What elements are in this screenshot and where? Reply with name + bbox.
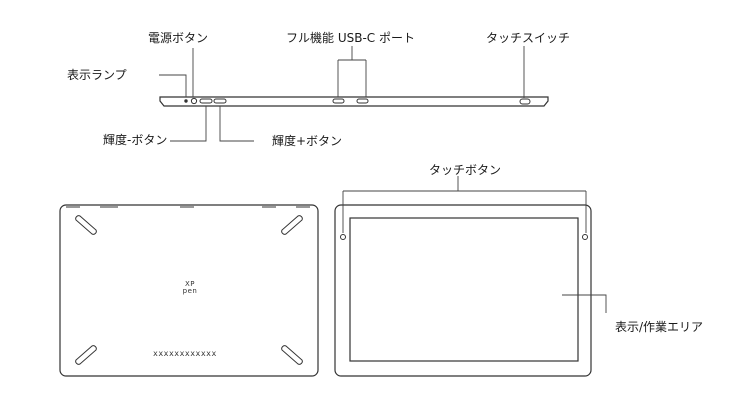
usb-c-port-icon-2 — [356, 98, 369, 104]
brightness-plus-button-icon — [213, 98, 227, 104]
touch-button-label: タッチボタン — [429, 163, 502, 177]
power-button-label: 電源ボタン — [148, 31, 209, 45]
top-leader-lines — [159, 46, 525, 142]
display-area-label: 表示/作業エリア — [615, 320, 704, 334]
display-area-outline — [349, 217, 579, 362]
brightness-minus-button-icon — [199, 98, 213, 104]
front-view — [334, 204, 592, 377]
rubber-foot-bottom-right — [281, 345, 303, 365]
front-panel-outline — [334, 204, 592, 377]
usb-c-port-label: フル機能 USB-C ポート — [286, 31, 415, 45]
serial-number: xxxxxxxxxxxx — [153, 349, 217, 358]
power-button-icon — [190, 97, 198, 105]
brightness-plus-label: 輝度+ボタン — [272, 134, 343, 148]
back-view — [59, 204, 319, 377]
brightness-minus-label: 輝度-ボタン — [103, 133, 168, 147]
front-leader-lines — [342, 176, 607, 313]
touch-switch-label: タッチスイッチ — [486, 31, 571, 45]
top-edge-view — [159, 96, 549, 107]
logo-bottom-text: pen — [182, 287, 198, 295]
touch-button-right-icon — [582, 234, 588, 240]
usb-c-port-icon-1 — [332, 98, 345, 104]
indicator-lamp-icon — [184, 99, 188, 103]
rubber-foot-bottom-left — [75, 345, 97, 365]
device-top-edge — [159, 96, 549, 107]
back-panel-outline — [59, 204, 319, 377]
logo-top-text: XP — [184, 280, 196, 288]
rubber-foot-top-left — [75, 215, 97, 235]
indicator-lamp-label: 表示ランプ — [67, 68, 127, 82]
rubber-foot-top-right — [281, 215, 303, 235]
touch-button-left-icon — [340, 234, 346, 240]
touch-switch-icon — [519, 98, 531, 105]
xp-pen-logo: XP pen — [179, 281, 201, 295]
